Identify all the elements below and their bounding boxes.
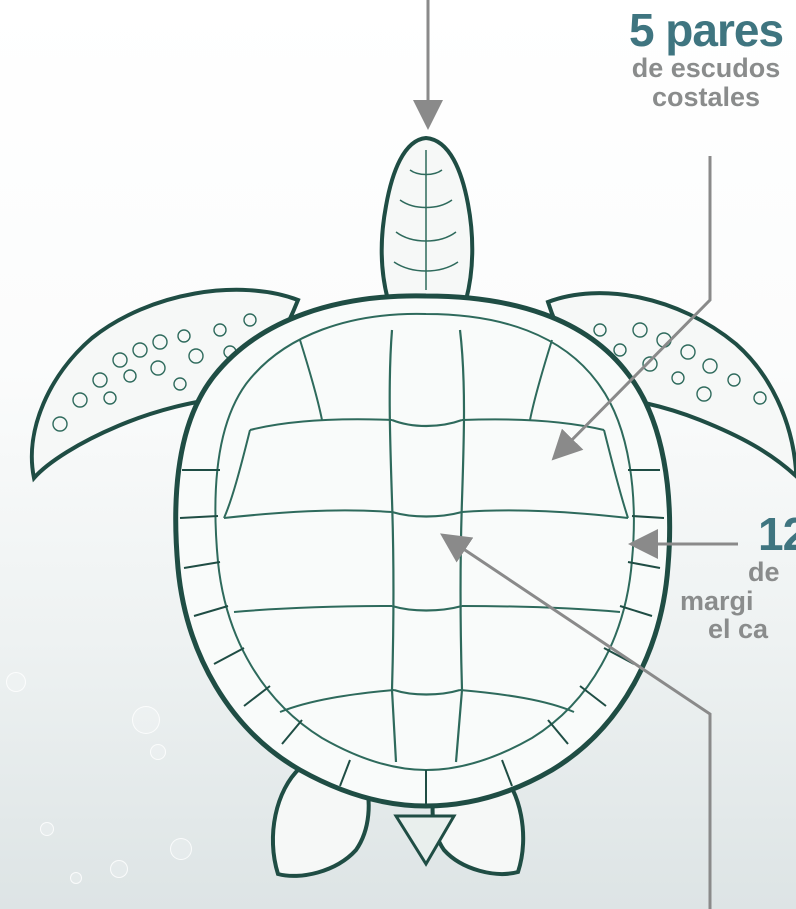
bubble <box>132 706 160 734</box>
marginal-scutes <box>179 469 665 806</box>
marginal-count-label: 12 <box>758 508 796 560</box>
bubble <box>40 822 54 836</box>
marginal-desc-line2: margi <box>680 585 754 616</box>
bubble <box>170 838 192 860</box>
costal-scutes <box>223 339 629 713</box>
bubble <box>6 672 26 692</box>
carapace <box>173 293 673 809</box>
bubble <box>150 744 166 760</box>
marginal-desc-line3: el ca <box>708 613 769 644</box>
costal-desc-line2: costales <box>651 81 761 112</box>
costal-scutes-callout: 5 pares de escudos costales <box>566 6 796 111</box>
bubble <box>110 860 128 878</box>
left-rear-flipper <box>270 765 371 878</box>
flipper-scales <box>52 313 767 432</box>
marginal-scutes-callout: 12 de margi el ca <box>640 508 796 644</box>
tail <box>393 814 457 867</box>
pointer-lines <box>413 0 738 909</box>
pointer-costal <box>551 156 712 461</box>
marginal-desc-line1: de <box>748 557 780 588</box>
head-scales <box>393 150 459 290</box>
vertebral-scutes <box>388 329 466 763</box>
costal-count-label: 5 pares <box>628 4 784 56</box>
costal-desc-line1: de escudos <box>631 53 781 84</box>
pointer-vertebral <box>440 533 712 909</box>
head <box>379 135 475 302</box>
bubble <box>70 872 82 884</box>
